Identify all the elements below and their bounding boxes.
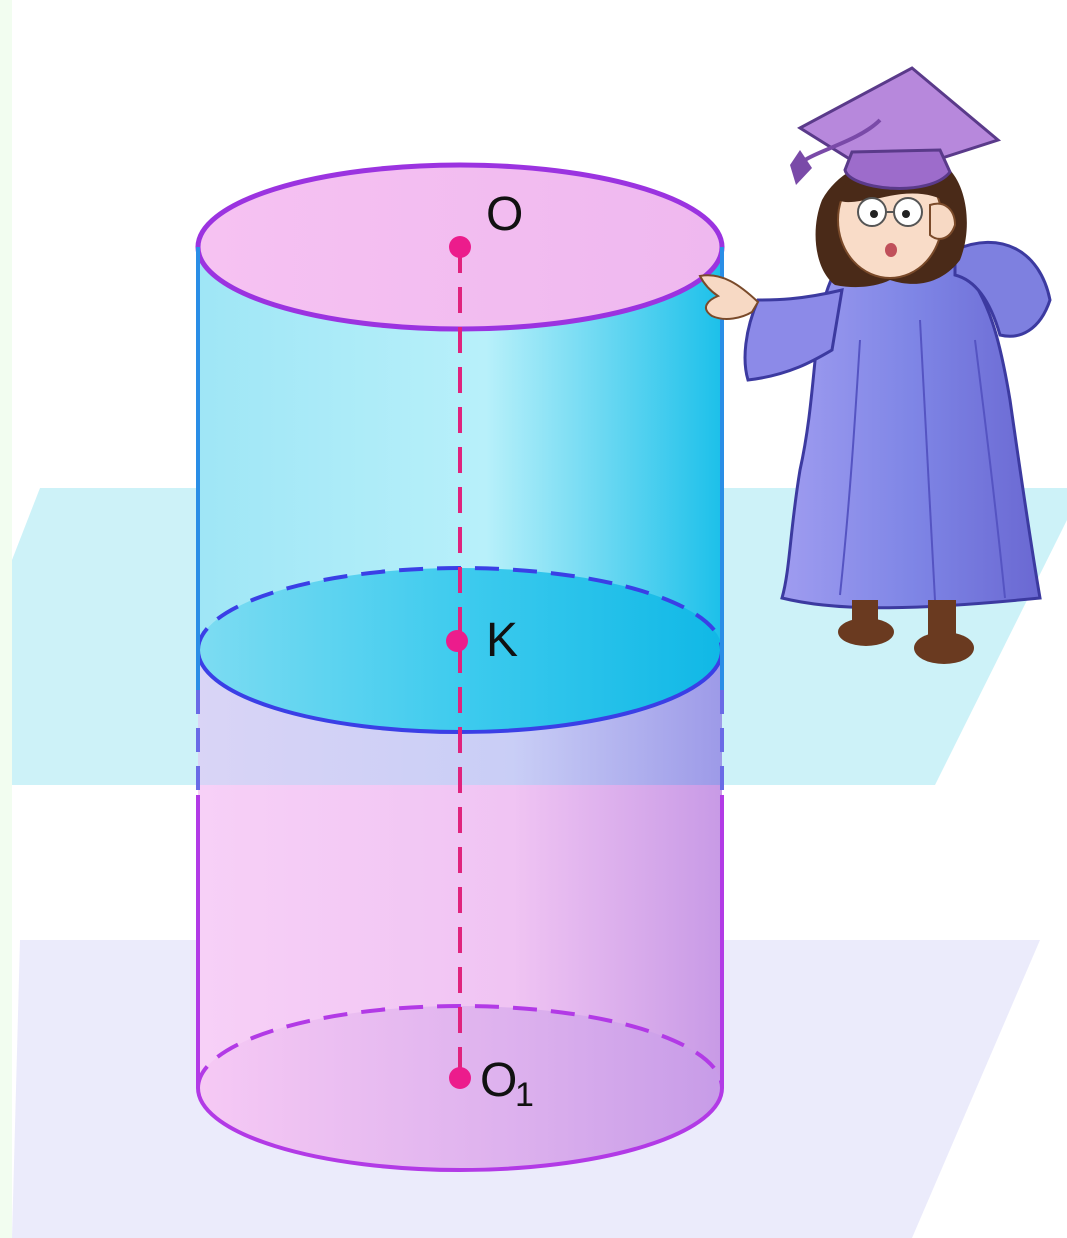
label-o1-subscript: 1 <box>515 1076 534 1114</box>
cylinder-body-in-plane <box>198 650 722 785</box>
point-o <box>449 236 471 258</box>
label-k: K <box>486 614 518 667</box>
point-o1 <box>449 1067 471 1089</box>
point-k <box>446 630 468 652</box>
graduate-character-icon <box>698 66 1052 664</box>
label-o1: O <box>480 1054 517 1107</box>
label-o: O <box>486 188 523 241</box>
